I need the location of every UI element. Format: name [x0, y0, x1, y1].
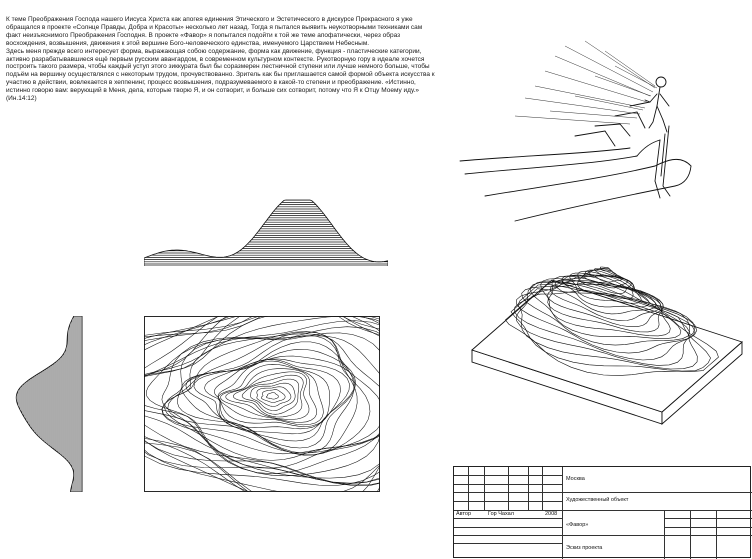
plan-contour-map	[144, 316, 380, 492]
title-block-author-label: Автор	[456, 511, 472, 517]
essay-paragraph-2: Здесь меня прежде всего интересует форма…	[6, 47, 435, 103]
title-block: Москва Художественный объект Автор Гор Ч…	[453, 466, 752, 559]
essay-text: К теме Преображения Господа нашего Иисус…	[6, 16, 438, 103]
essay-paragraph-1: К теме Преображения Господа нашего Иисус…	[6, 16, 423, 47]
axonometric-terrain-model	[471, 266, 743, 425]
climbing-figure-sketch	[459, 40, 692, 222]
title-block-year: 2008	[545, 511, 558, 517]
front-elevation-hatched	[15, 316, 83, 492]
title-block-object-type: Художественный объект	[566, 497, 629, 503]
title-block-stage: Эскиз проекта	[566, 545, 603, 551]
title-block-author-name: Гор Чахал	[488, 511, 514, 517]
title-block-project-name: «Фавор»	[566, 522, 589, 528]
title-block-city: Москва	[566, 476, 585, 482]
side-elevation-hatched	[144, 199, 388, 266]
